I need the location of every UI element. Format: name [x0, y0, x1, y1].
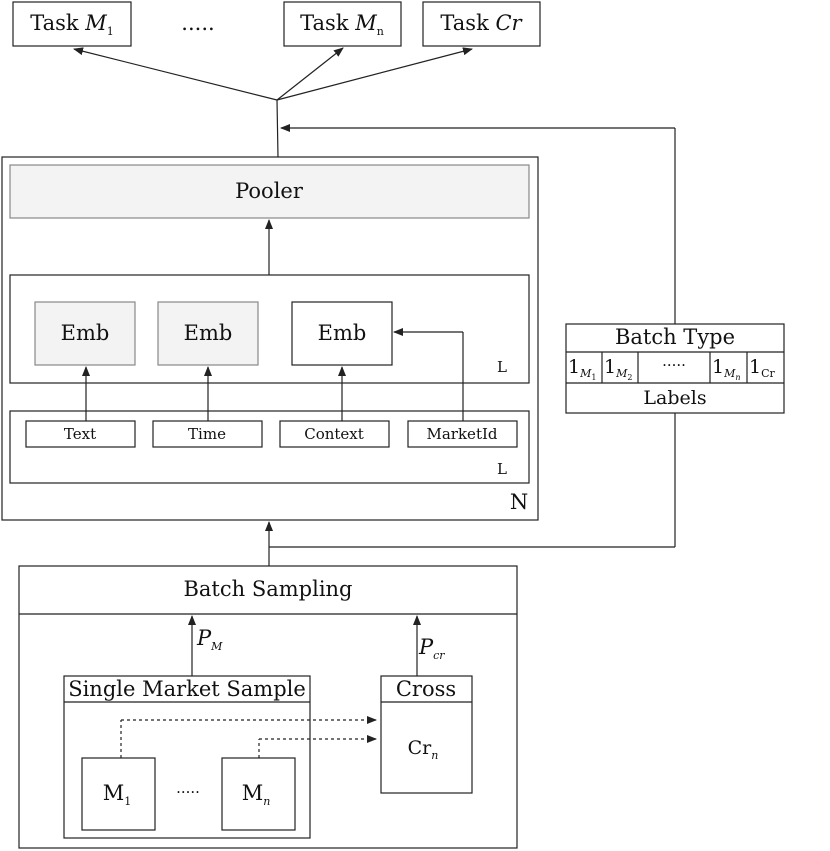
mn-box: [221, 757, 296, 831]
single-market-title: Single Market Sample: [68, 677, 306, 701]
p-cr-label: Pcr: [418, 635, 445, 662]
stack-n-label: N: [510, 490, 528, 514]
emb-time-box: [157, 301, 259, 366]
arrow-to-task-cr: [276, 47, 473, 101]
task-cr-box: [422, 1, 541, 47]
task-ellipsis: .....: [181, 11, 214, 35]
input-text-label: Text: [64, 425, 96, 443]
emb-text-box: [34, 301, 136, 366]
batch-type-labels: Labels: [643, 387, 706, 409]
emb-text-label: Emb: [61, 321, 110, 345]
batch-type-cell-ellipsis: ·····: [662, 356, 686, 374]
batch-sampling-title: Batch Sampling: [183, 577, 352, 601]
input-text-box: [25, 420, 136, 448]
batch-type-title: Batch Type: [615, 325, 735, 349]
pooler-label: Pooler: [235, 179, 304, 203]
task-m1-box: [12, 1, 132, 47]
p-m-label: PM: [196, 626, 223, 653]
pooler-box: [9, 164, 530, 219]
emb-context-box: [291, 301, 393, 366]
emb-time-label: Emb: [184, 321, 233, 345]
task-m1-label: Task M1: [30, 11, 114, 38]
input-marketid-label: MarketId: [427, 425, 498, 443]
emb-context-label: Emb: [318, 321, 367, 345]
input-context-label: Context: [304, 425, 364, 443]
arrow-to-task-m1: [73, 47, 278, 101]
embedding-layer-l-label: L: [497, 358, 507, 376]
batch-type-cell-cr: 1Cr: [749, 356, 776, 380]
m1-box: [81, 757, 156, 831]
market-ellipsis: ·····: [176, 783, 200, 801]
task-mn-box: [283, 1, 402, 47]
cr-n-label: Crn: [408, 737, 439, 762]
input-time-box: [152, 420, 263, 448]
input-layer-l-label: L: [497, 460, 507, 478]
cross-box: [380, 675, 473, 794]
m1-label: M1: [103, 781, 132, 808]
batch-type-cell-mn: 1Mn: [712, 356, 741, 382]
mn-label: Mn: [242, 781, 271, 808]
input-context-box: [279, 420, 390, 448]
batch-type-cell-m1: 1M1: [568, 356, 596, 382]
cross-title: Cross: [396, 677, 456, 701]
stack-output-line: [276, 99, 279, 158]
batch-type-cell-m2: 1M2: [604, 356, 632, 382]
input-time-label: Time: [188, 425, 226, 443]
task-mn-label: Task Mn: [300, 11, 384, 38]
task-cr-label: Task Cr: [440, 11, 523, 35]
arrow-to-task-mn: [276, 47, 344, 101]
